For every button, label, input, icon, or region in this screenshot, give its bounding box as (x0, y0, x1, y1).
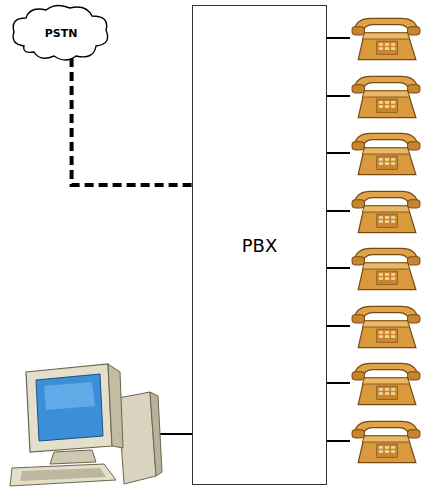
phone-icons (352, 18, 420, 462)
network-cloud: PSTN (8, 2, 114, 64)
node-label: PSTN (45, 27, 78, 40)
trunk-connector (72, 58, 192, 185)
node-label: PBX (242, 235, 278, 256)
computer-icon (10, 364, 162, 486)
pbx-box: PBX (192, 5, 327, 485)
